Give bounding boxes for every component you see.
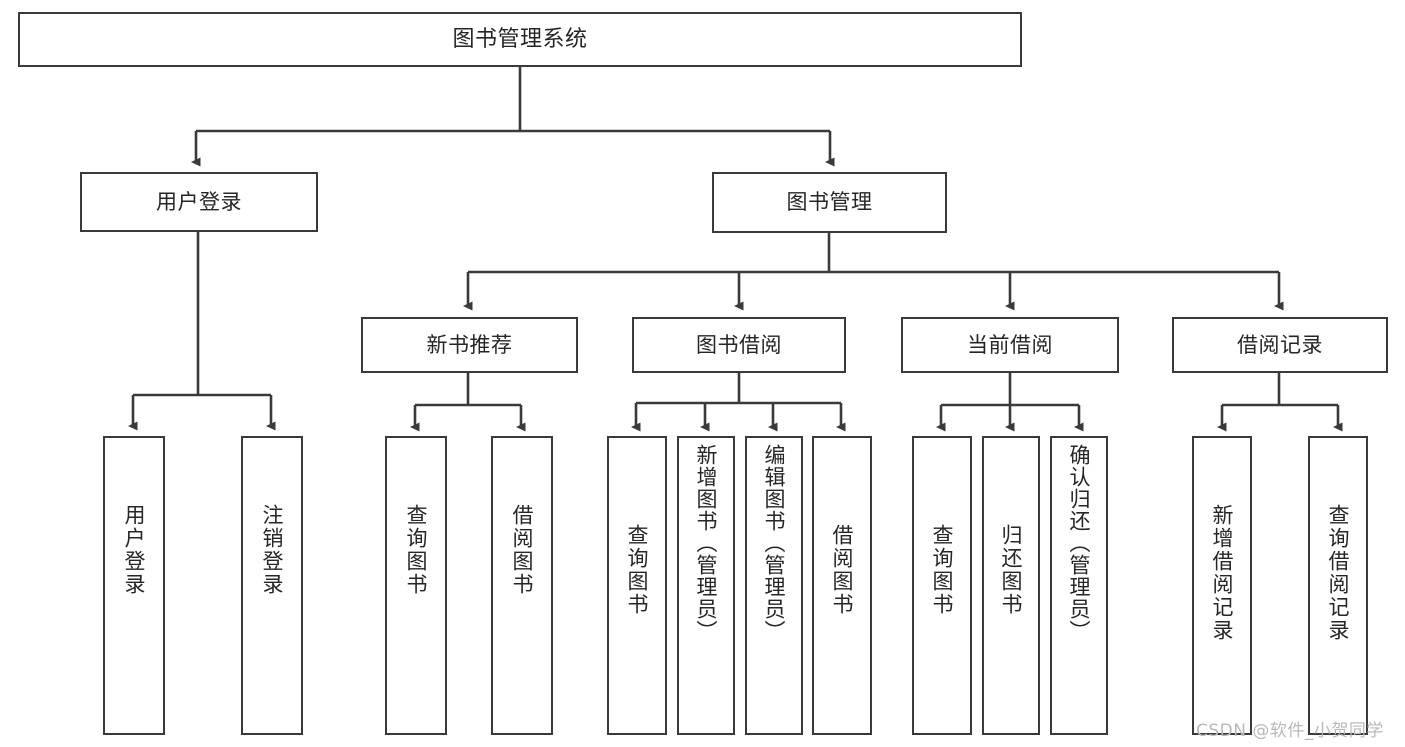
node-user-login[interactable]: 用户登录 bbox=[80, 172, 318, 232]
leaf-current-borrow-query-book[interactable]: 查询图书 bbox=[912, 436, 972, 735]
node-label: 借阅图书 bbox=[510, 504, 535, 596]
node-label: 图书借阅 bbox=[696, 332, 782, 357]
node-label: 查询图书 bbox=[930, 524, 955, 616]
node-label: 注销登录 bbox=[260, 504, 285, 596]
node-current-borrow[interactable]: 当前借阅 bbox=[901, 317, 1119, 373]
node-label: 当前借阅 bbox=[967, 332, 1053, 357]
leaf-current-borrow-confirm-return-admin[interactable]: 确认归还（管理员） bbox=[1050, 436, 1108, 735]
node-label: 图书管理 bbox=[786, 190, 873, 215]
leaf-book-borrow-add-book-admin[interactable]: 新增图书（管理员） bbox=[677, 436, 735, 735]
leaf-book-borrow-borrow-book[interactable]: 借阅图书 bbox=[812, 436, 872, 735]
csdn-watermark: CSDN @软件_小贺同学 bbox=[1196, 721, 1384, 741]
node-label: 查询图书 bbox=[625, 524, 650, 616]
node-label: 归还图书 bbox=[999, 524, 1024, 616]
leaf-new-book-borrow-book[interactable]: 借阅图书 bbox=[491, 436, 553, 735]
node-label: 新增借阅记录 bbox=[1210, 504, 1235, 642]
leaf-book-borrow-edit-book-admin[interactable]: 编辑图书（管理员） bbox=[745, 436, 803, 735]
leaf-user-login-logout[interactable]: 注销登录 bbox=[241, 436, 303, 735]
leaf-user-login-login[interactable]: 用户登录 bbox=[103, 436, 165, 735]
node-root-system[interactable]: 图书管理系统 bbox=[18, 12, 1022, 67]
node-label: 借阅图书 bbox=[830, 524, 855, 616]
node-label: 查询图书 bbox=[404, 504, 429, 596]
node-label: 借阅记录 bbox=[1237, 332, 1323, 357]
leaf-book-borrow-query-book[interactable]: 查询图书 bbox=[607, 436, 667, 735]
node-new-book-recommend[interactable]: 新书推荐 bbox=[361, 317, 578, 373]
leaf-borrow-record-query-record[interactable]: 查询借阅记录 bbox=[1308, 436, 1368, 735]
node-label: 图书管理系统 bbox=[452, 26, 588, 52]
node-label: 确认归还（管理员） bbox=[1067, 444, 1092, 642]
node-book-borrow[interactable]: 图书借阅 bbox=[632, 317, 846, 373]
leaf-borrow-record-add-record[interactable]: 新增借阅记录 bbox=[1192, 436, 1252, 735]
node-book-management[interactable]: 图书管理 bbox=[712, 172, 947, 233]
leaf-current-borrow-return-book[interactable]: 归还图书 bbox=[982, 436, 1040, 735]
node-label: 编辑图书（管理员） bbox=[762, 444, 787, 642]
node-label: 用户登录 bbox=[122, 504, 147, 596]
node-label: 查询借阅记录 bbox=[1326, 504, 1351, 642]
node-borrow-record[interactable]: 借阅记录 bbox=[1172, 317, 1388, 373]
node-label: 新增图书（管理员） bbox=[694, 444, 719, 642]
node-label: 用户登录 bbox=[156, 189, 242, 214]
leaf-new-book-query-book[interactable]: 查询图书 bbox=[385, 436, 447, 735]
node-label: 新书推荐 bbox=[426, 332, 513, 357]
